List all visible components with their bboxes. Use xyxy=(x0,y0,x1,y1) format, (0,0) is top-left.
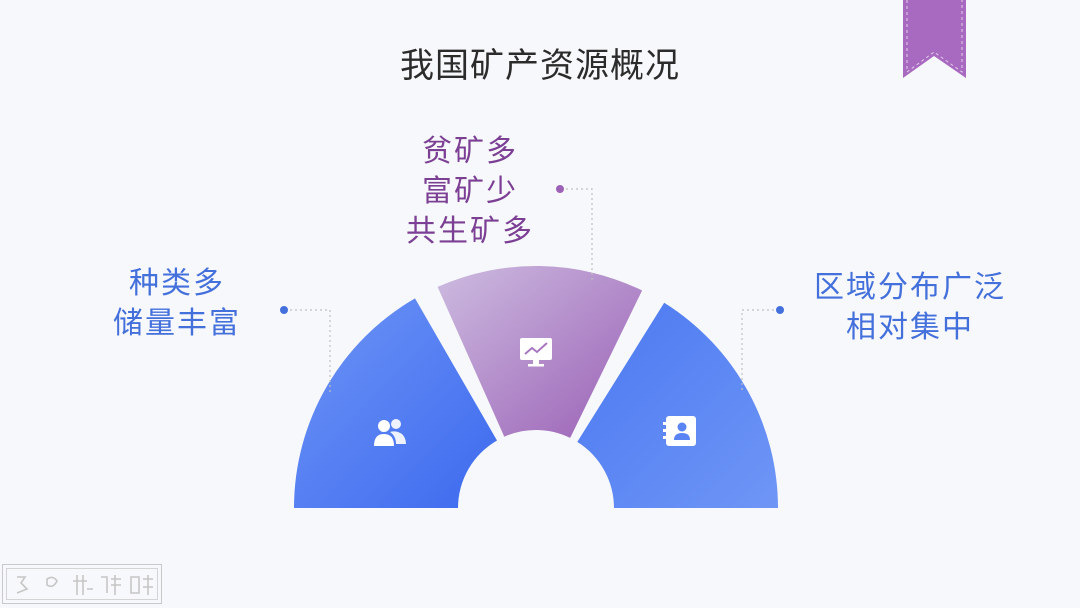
label-top-line-3: 共生矿多 xyxy=(406,214,534,249)
label-left: 种类多 储量丰富 xyxy=(92,264,262,344)
connector-top xyxy=(556,185,593,282)
segment-left[interactable] xyxy=(294,298,497,508)
label-right-line-2: 相对集中 xyxy=(846,310,974,345)
bookmark-ribbon xyxy=(903,0,966,78)
users-icon xyxy=(374,419,406,446)
segment-right[interactable] xyxy=(577,302,778,508)
label-top: 贫矿多 富矿少 共生矿多 xyxy=(380,132,560,252)
label-left-line-1: 种类多 xyxy=(129,266,225,301)
label-top-line-2: 富矿少 xyxy=(422,174,518,209)
contact-card-icon xyxy=(663,416,696,446)
monitor-chart-icon xyxy=(520,338,552,367)
label-right: 区域分布广泛 相对集中 xyxy=(792,268,1028,348)
watermark-stamp xyxy=(2,564,162,604)
connector-right xyxy=(741,306,784,392)
label-top-line-1: 贫矿多 xyxy=(422,134,518,169)
label-right-line-1: 区域分布广泛 xyxy=(814,270,1006,305)
connector-left xyxy=(280,306,331,392)
label-left-line-2: 储量丰富 xyxy=(113,306,241,341)
slide-title: 我国矿产资源概况 xyxy=(400,46,680,86)
